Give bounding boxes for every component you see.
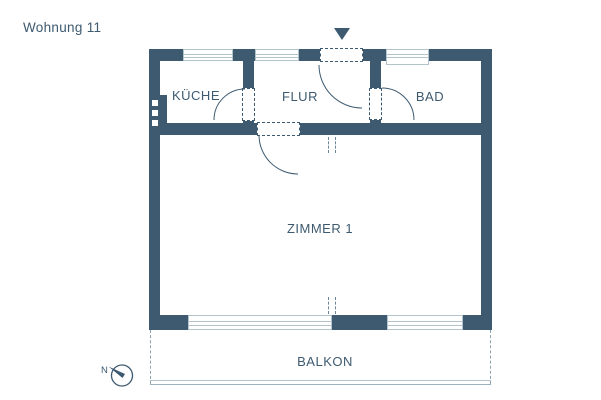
door-opening-bad <box>369 88 382 120</box>
shaft-bump <box>160 95 167 131</box>
dashed-marker-top <box>328 137 336 153</box>
window-kueche <box>183 49 233 61</box>
room-label-flur: FLUR <box>282 89 318 104</box>
room-label-bad: BAD <box>415 89 445 104</box>
balcony-edge-left <box>150 330 152 384</box>
room-label-zimmer1: ZIMMER 1 <box>286 221 354 236</box>
dashed-marker-bottom <box>328 297 336 314</box>
wall-interior-horizontal <box>160 123 481 135</box>
shaft-square <box>152 110 158 116</box>
window-zimmer-left <box>188 315 332 330</box>
north-label: N <box>101 365 108 376</box>
entrance-arrow-icon <box>334 28 350 40</box>
window-zimmer-right <box>387 315 463 330</box>
wall-right <box>481 49 492 330</box>
room-label-kueche: KÜCHE <box>171 88 220 103</box>
balcony-edge-right <box>490 330 492 384</box>
door-arc-zimmer <box>258 134 299 175</box>
shaft-square <box>152 120 158 126</box>
window-flur <box>255 49 299 61</box>
door-opening-kueche <box>242 88 255 121</box>
balcony-railing <box>150 380 491 385</box>
window-bad <box>386 49 429 65</box>
north-compass-icon <box>110 364 134 387</box>
door-opening-entrance <box>320 48 363 62</box>
wall-left <box>149 49 160 330</box>
shaft-square <box>152 100 158 106</box>
page-title: Wohnung 11 <box>23 20 102 35</box>
door-opening-zimmer <box>257 122 300 136</box>
room-label-balkon: BALKON <box>297 354 353 369</box>
compass-needle <box>108 366 125 378</box>
